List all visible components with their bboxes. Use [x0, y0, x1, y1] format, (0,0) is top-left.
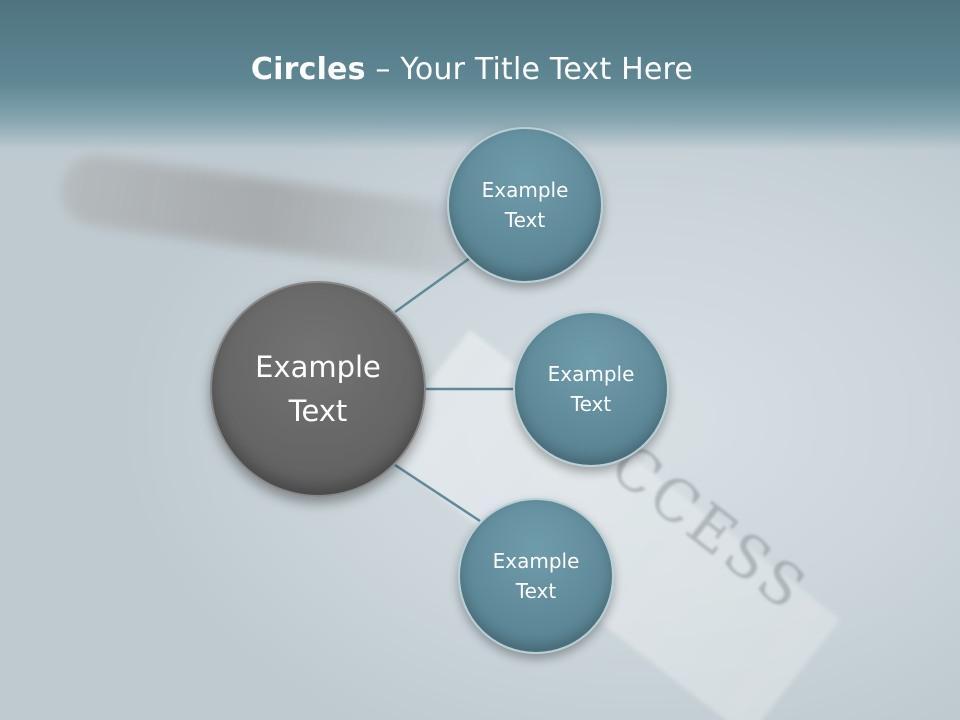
header-band	[0, 0, 960, 150]
satellite-circle-top[interactable]: Example Text	[447, 127, 603, 283]
satellite-circle-line1: Example	[492, 549, 580, 573]
slide-title-bold: Circles	[250, 52, 366, 87]
center-circle[interactable]: Example Text	[210, 281, 426, 497]
slide-title-rest: – Your Title Text Here	[365, 52, 694, 87]
center-circle-line2: Text	[288, 394, 348, 428]
satellite-circle-line1: Example	[481, 178, 569, 202]
slide-title[interactable]: Circles – Your Title Text Here	[0, 52, 944, 87]
satellite-circle-bottom[interactable]: Example Text	[458, 498, 614, 654]
connector-line-top	[394, 256, 471, 314]
center-circle-line1: Example	[255, 350, 381, 384]
satellite-circle-line2: Text	[515, 579, 557, 603]
satellite-circle-line1: Example	[547, 362, 635, 386]
connector-line-bottom	[394, 463, 481, 523]
satellite-circle-line2: Text	[570, 392, 612, 416]
satellite-circle-line2: Text	[504, 208, 546, 232]
satellite-circle-middle[interactable]: Example Text	[513, 311, 669, 467]
